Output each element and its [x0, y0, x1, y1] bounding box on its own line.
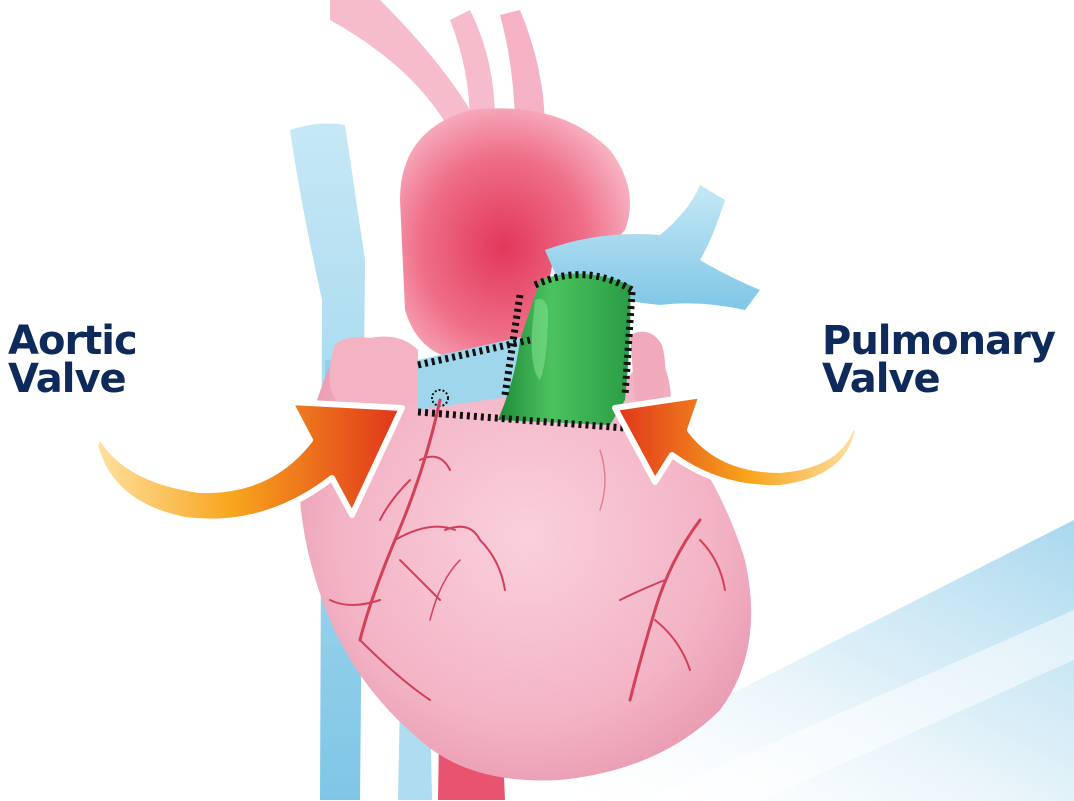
- pulmonary-valve-label-line2: Valve: [822, 360, 1055, 398]
- pulmonary-valve-label: Pulmonary Valve: [822, 322, 1055, 398]
- aortic-valve-label: Aortic Valve: [8, 322, 137, 398]
- pulmonary-valve-label-line1: Pulmonary: [822, 322, 1055, 360]
- aortic-valve-label-line1: Aortic: [8, 322, 137, 360]
- aortic-valve-label-line2: Valve: [8, 360, 137, 398]
